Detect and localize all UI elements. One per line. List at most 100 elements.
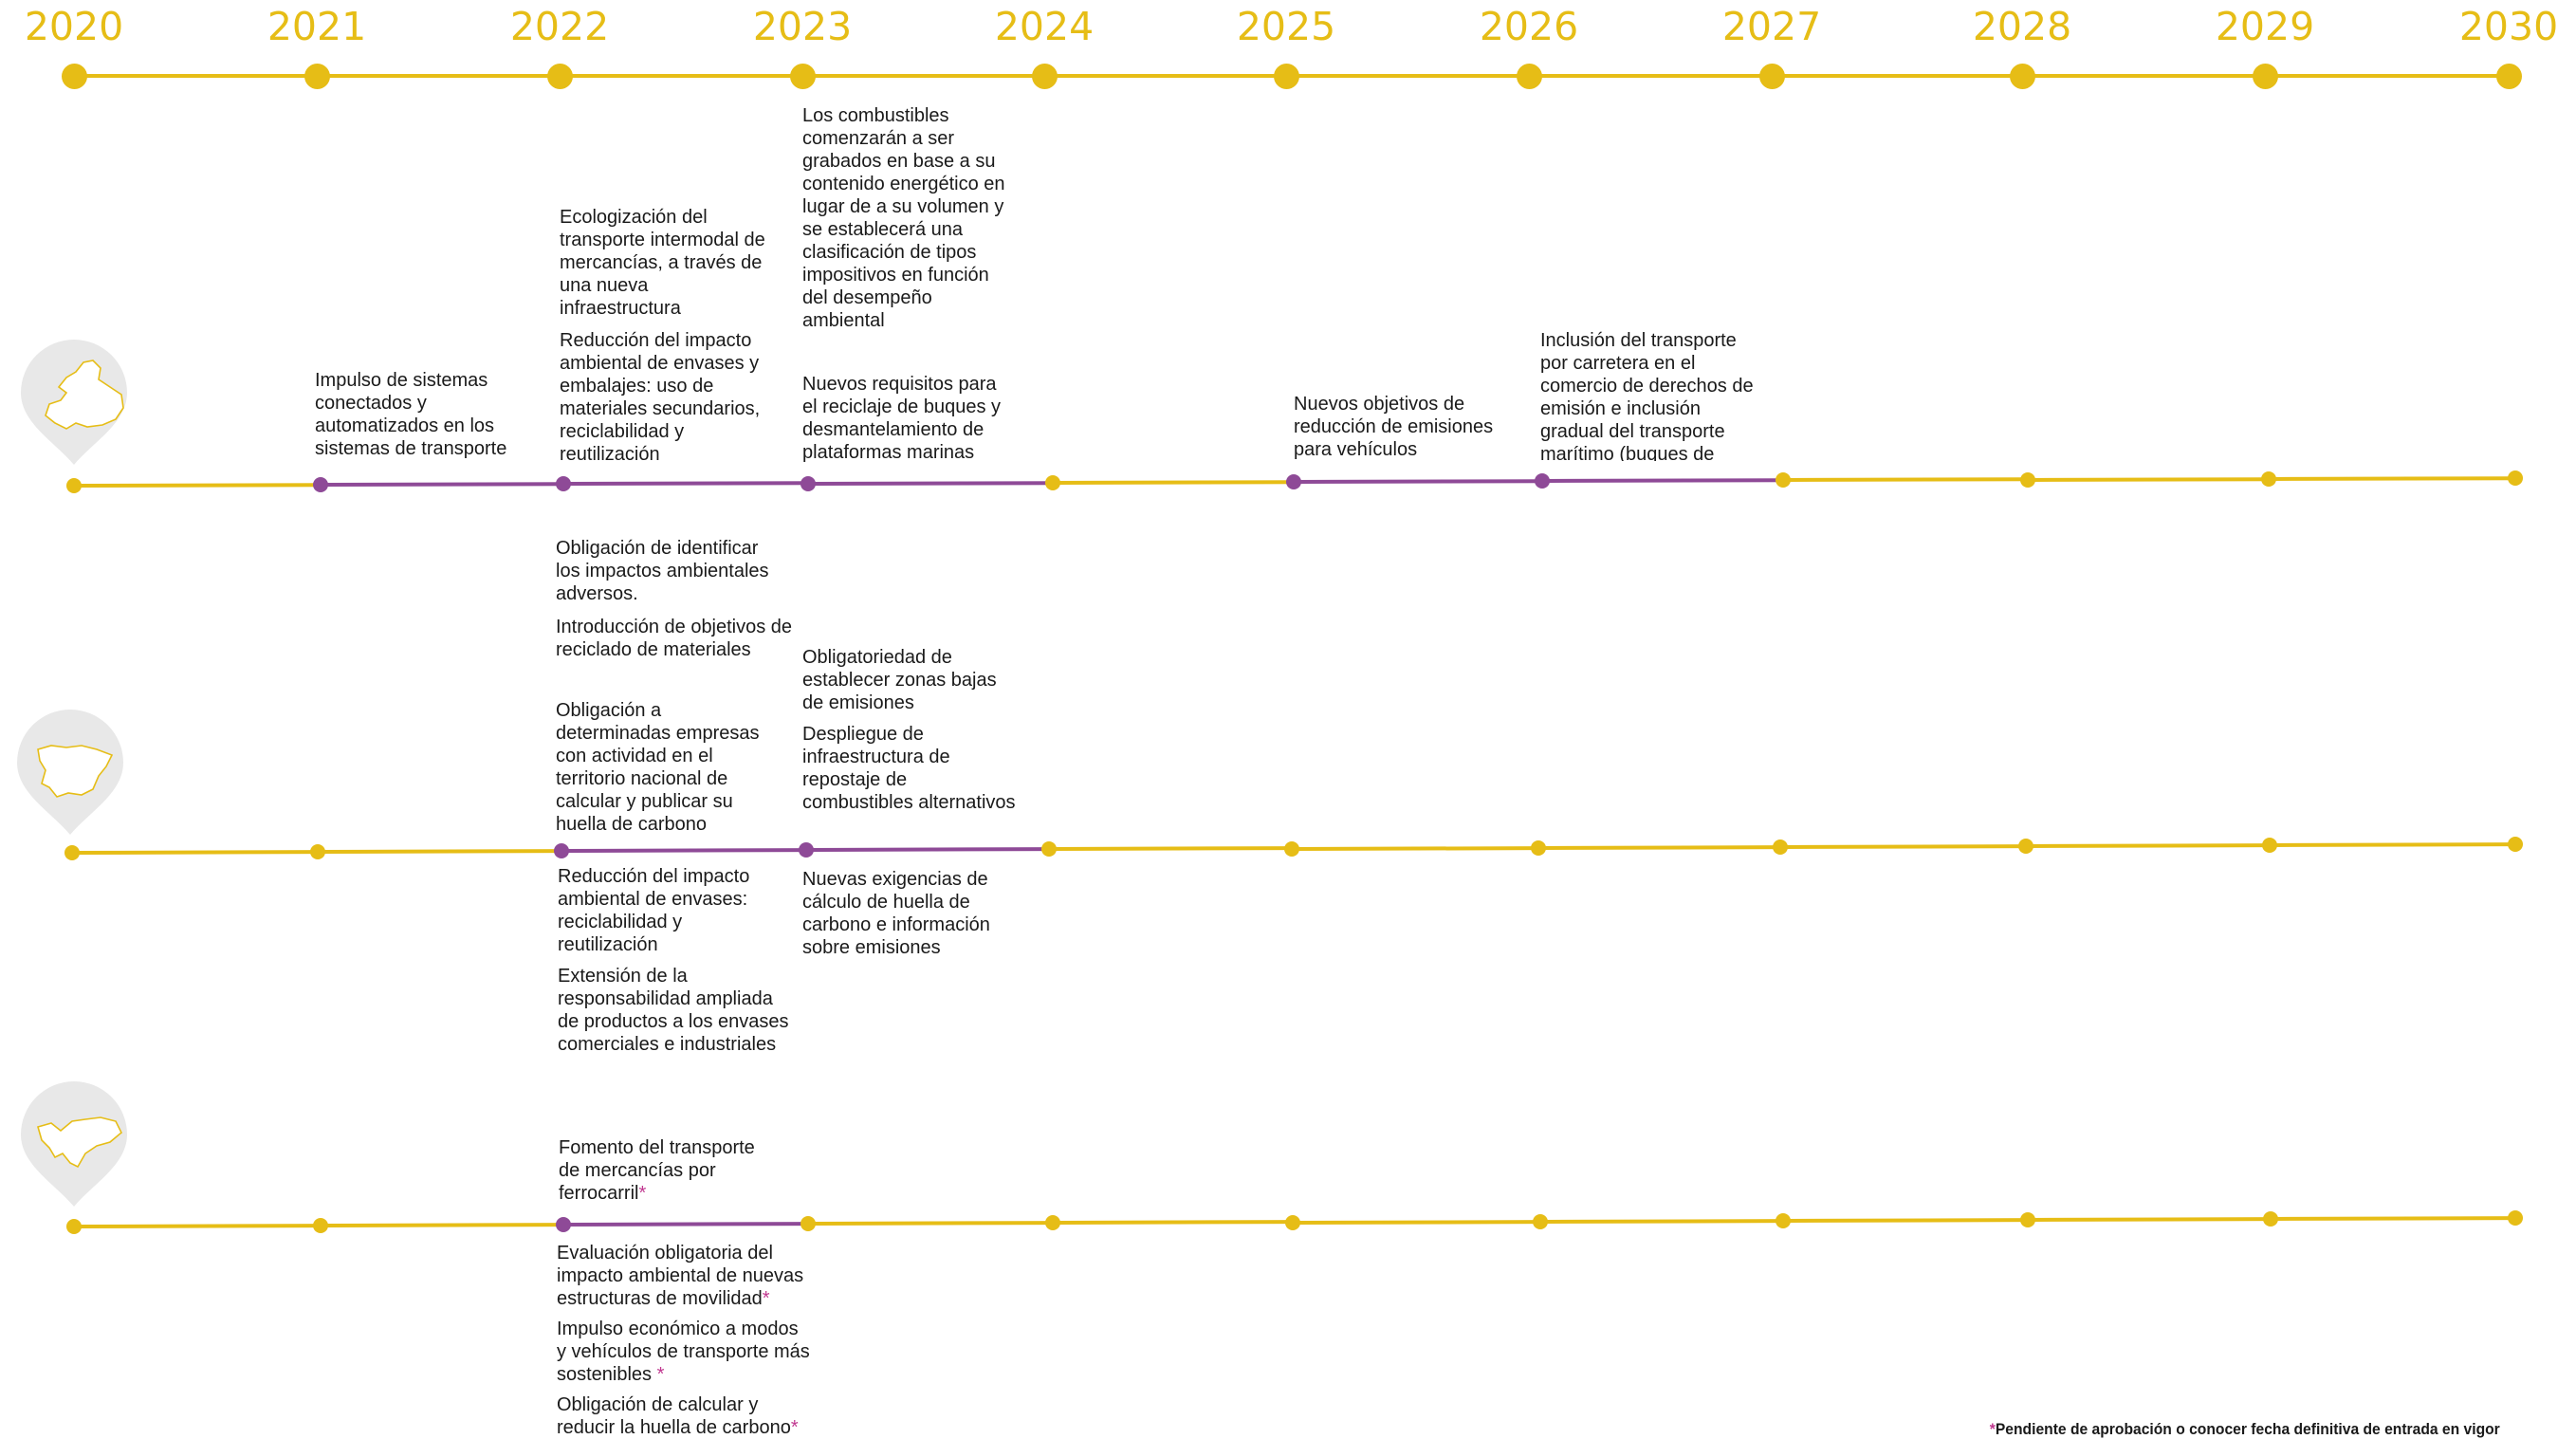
andalusia-map-pin-icon: [21, 1081, 127, 1207]
spain-track-dot-2030: [2508, 837, 2523, 852]
year-dot-2027: [1758, 63, 1785, 89]
andalusia-track-dot-2021: [313, 1218, 328, 1234]
europe-track-dot-2029: [2261, 470, 2276, 487]
spain-track-dot-2024: [1041, 841, 1057, 858]
spain-track-segment-2023: [805, 847, 1050, 853]
europe-track-segment-2020: [73, 483, 322, 488]
europe-track-dot-2024: [1045, 474, 1060, 490]
pending-asterisk: *: [762, 1288, 770, 1309]
year-label-2023: 2023: [752, 4, 853, 49]
europe-track-segment-2029: [2268, 475, 2516, 481]
andalusia-track-segment-2024: [1052, 1220, 1294, 1226]
pending-footnote: *Pendiente de aprobación o conocer fecha…: [1990, 1420, 2500, 1439]
spain-track-dot-2028: [2018, 838, 2033, 854]
year-dot-2030: [2495, 63, 2522, 89]
andalusia-track-segment-2026: [1539, 1218, 1784, 1224]
note-eu-2023-ship-recycling: Nuevos requisitos para el reciclaje de b…: [802, 374, 1002, 463]
europe-track-dot-2021: [313, 477, 328, 493]
year-label-2026: 2026: [1479, 4, 1579, 49]
europe-track-dot-2025: [1286, 474, 1301, 489]
europe-track-segment-2025: [1293, 479, 1543, 484]
note-eu-2023-fuel-taxation: Los combustibles comenzarán a ser grabad…: [802, 105, 1005, 331]
spain-track-dot-2026: [1531, 839, 1546, 856]
note-eu-2022-intermodal-transport: Ecologización del transporte intermodal …: [560, 207, 765, 319]
year-label-2020: 2020: [24, 4, 124, 49]
year-dot-2026: [1516, 63, 1542, 89]
spain-track-segment-2021: [317, 849, 562, 855]
spain-track-dot-2020: [64, 845, 80, 860]
andalusia-track-dot-2028: [2020, 1211, 2035, 1227]
europe-track-segment-2023: [807, 480, 1054, 486]
spain-track-segment-2029: [2269, 841, 2516, 847]
andalusia-track-segment-2025: [1292, 1219, 1541, 1225]
pending-asterisk: *: [638, 1183, 647, 1204]
andalusia-track-dot-2024: [1045, 1215, 1060, 1231]
year-dot-2022: [546, 63, 573, 89]
europe-track-dot-2026: [1535, 473, 1550, 489]
spain-track-dot-2021: [310, 844, 325, 860]
note-eu-2022-packaging: Reducción del impacto ambiental de envas…: [560, 330, 761, 465]
europe-track-segment-2026: [1541, 478, 1784, 484]
note-es-2022-adverse-impacts: Obligación de identificar los impactos a…: [556, 538, 769, 604]
spain-map-pin-icon: [17, 710, 123, 835]
andalusia-track-dot-2020: [66, 1219, 82, 1234]
note-eu-2026-emissions-trading: Inclusión del transporte por carretera e…: [1540, 330, 1754, 461]
year-dot-2024: [1031, 63, 1058, 89]
europe-track-segment-2022: [562, 481, 809, 487]
spain-track-dot-2023: [799, 842, 814, 858]
europe-track-segment-2021: [320, 482, 564, 488]
spain-track-dot-2022: [554, 843, 569, 859]
andalusia-track-dot-2022: [556, 1217, 571, 1233]
andalusia-track-segment-2023: [807, 1221, 1054, 1227]
note-es-2023-alternative-fuels: Despliegue de infraestructura de reposta…: [802, 724, 1016, 813]
note-es-2022-carbon-footprint: Obligación a determinadas empresas con a…: [556, 700, 760, 835]
year-label-2024: 2024: [994, 4, 1095, 49]
note-an-2022-rail-freight: Fomento del transporte de mercancías por…: [559, 1137, 755, 1204]
footnote-text: Pendiente de aprobación o conocer fecha …: [1996, 1420, 2500, 1438]
europe-track-segment-2028: [2027, 476, 2270, 482]
europe-track-dot-2030: [2508, 470, 2523, 486]
europe-track-dot-2022: [556, 476, 571, 492]
spain-track-dot-2029: [2262, 837, 2277, 853]
year-dot-2020: [61, 63, 87, 89]
europe-track-dot-2020: [66, 478, 82, 493]
note-es-2022-packaging: Reducción del impacto ambiental de envas…: [558, 866, 750, 955]
europe-track-segment-2027: [1782, 477, 2029, 483]
spain-track-segment-2025: [1291, 845, 1539, 851]
note-es-2022-extended-responsibility: Extensión de la responsabilidad ampliada…: [558, 966, 789, 1055]
year-dot-2028: [2009, 63, 2035, 89]
andalusia-track-segment-2021: [320, 1223, 564, 1228]
year-dot-2025: [1273, 63, 1299, 89]
andalusia-track-segment-2028: [2027, 1216, 2272, 1222]
spain-track-segment-2020: [71, 850, 319, 855]
pending-asterisk: *: [656, 1364, 665, 1385]
andalusia-track-segment-2022: [562, 1222, 809, 1227]
note-eu-2025-vehicle-emissions: Nuevos objetivos de reducción de emision…: [1294, 394, 1494, 460]
pending-asterisk: *: [790, 1417, 799, 1438]
europe-track-segment-2024: [1052, 479, 1295, 485]
note-es-2022-recycling-targets: Introducción de objetivos de reciclado d…: [556, 617, 793, 660]
andalusia-track-segment-2029: [2270, 1215, 2516, 1221]
year-dot-2021: [304, 63, 330, 89]
year-dot-2023: [789, 63, 816, 89]
spain-track-dot-2027: [1773, 839, 1788, 855]
andalusia-track-dot-2030: [2508, 1210, 2523, 1226]
europe-track-dot-2027: [1776, 472, 1791, 489]
year-label-2028: 2028: [1972, 4, 2072, 49]
andalusia-track-segment-2027: [1782, 1217, 2029, 1223]
year-label-2030: 2030: [2458, 4, 2559, 49]
note-eu-2021-connected-systems: Impulso de sistemas conectados y automat…: [315, 370, 507, 459]
andalusia-track-dot-2026: [1533, 1213, 1548, 1229]
andalusia-track-segment-2020: [73, 1224, 322, 1228]
spain-track-dot-2025: [1284, 840, 1299, 857]
year-label-2025: 2025: [1236, 4, 1336, 49]
note-es-2023-emissions-reporting: Nuevas exigencias de cálculo de huella d…: [802, 869, 990, 958]
note-es-2023-low-emission-zones: Obligatoriedad de establecer zonas bajas…: [802, 647, 997, 713]
year-label-2027: 2027: [1721, 4, 1822, 49]
spain-track-segment-2028: [2025, 842, 2271, 848]
note-an-2022-sustainable-transport: Impulso económico a modos y vehículos de…: [557, 1319, 810, 1385]
year-label-2022: 2022: [509, 4, 610, 49]
year-label-2021: 2021: [267, 4, 367, 49]
spain-track-segment-2026: [1537, 844, 1781, 850]
